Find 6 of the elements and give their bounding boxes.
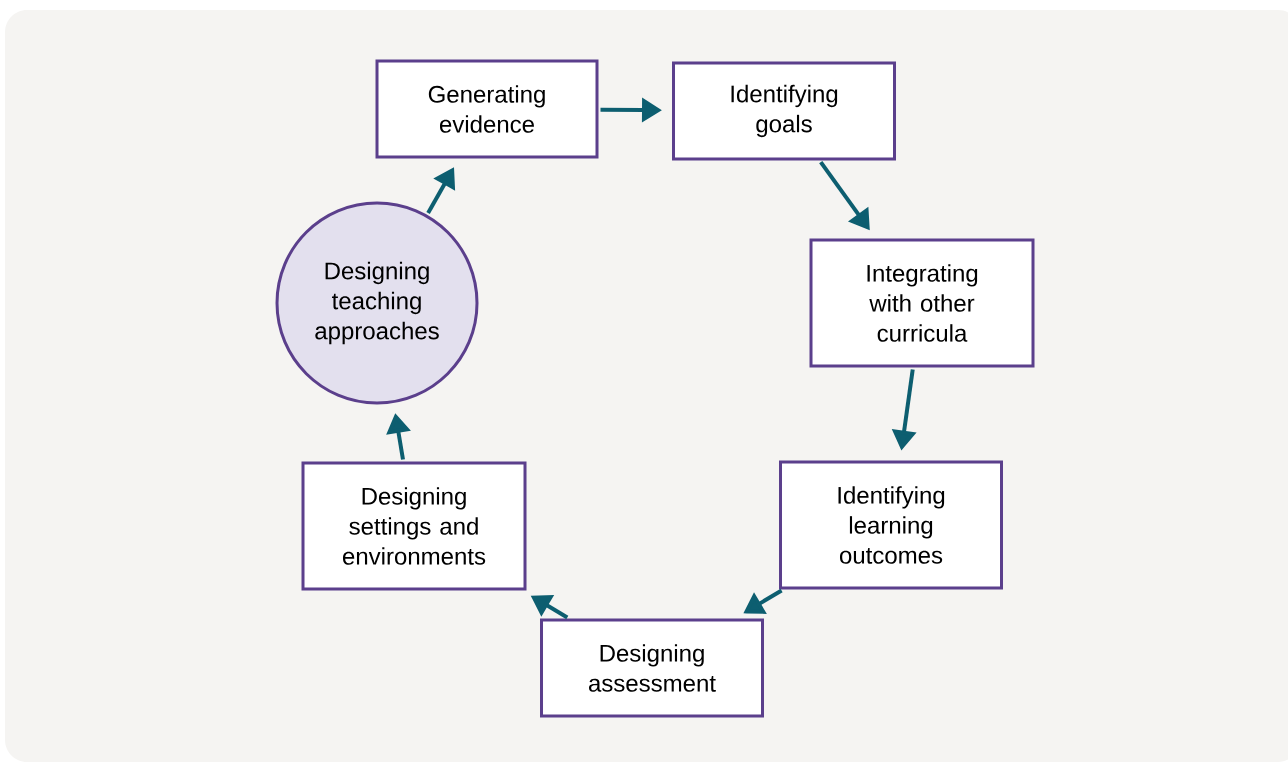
stage-box: Integrating with other curricula: [809, 238, 1035, 368]
stage-box: Generating evidence: [375, 59, 599, 159]
stage-box: Designing assessment: [540, 618, 764, 718]
stage-box: Designing settings and environments: [301, 461, 527, 591]
stage-box: Identifying goals: [672, 61, 896, 161]
stage-box: Identifying learning outcomes: [779, 460, 1003, 590]
